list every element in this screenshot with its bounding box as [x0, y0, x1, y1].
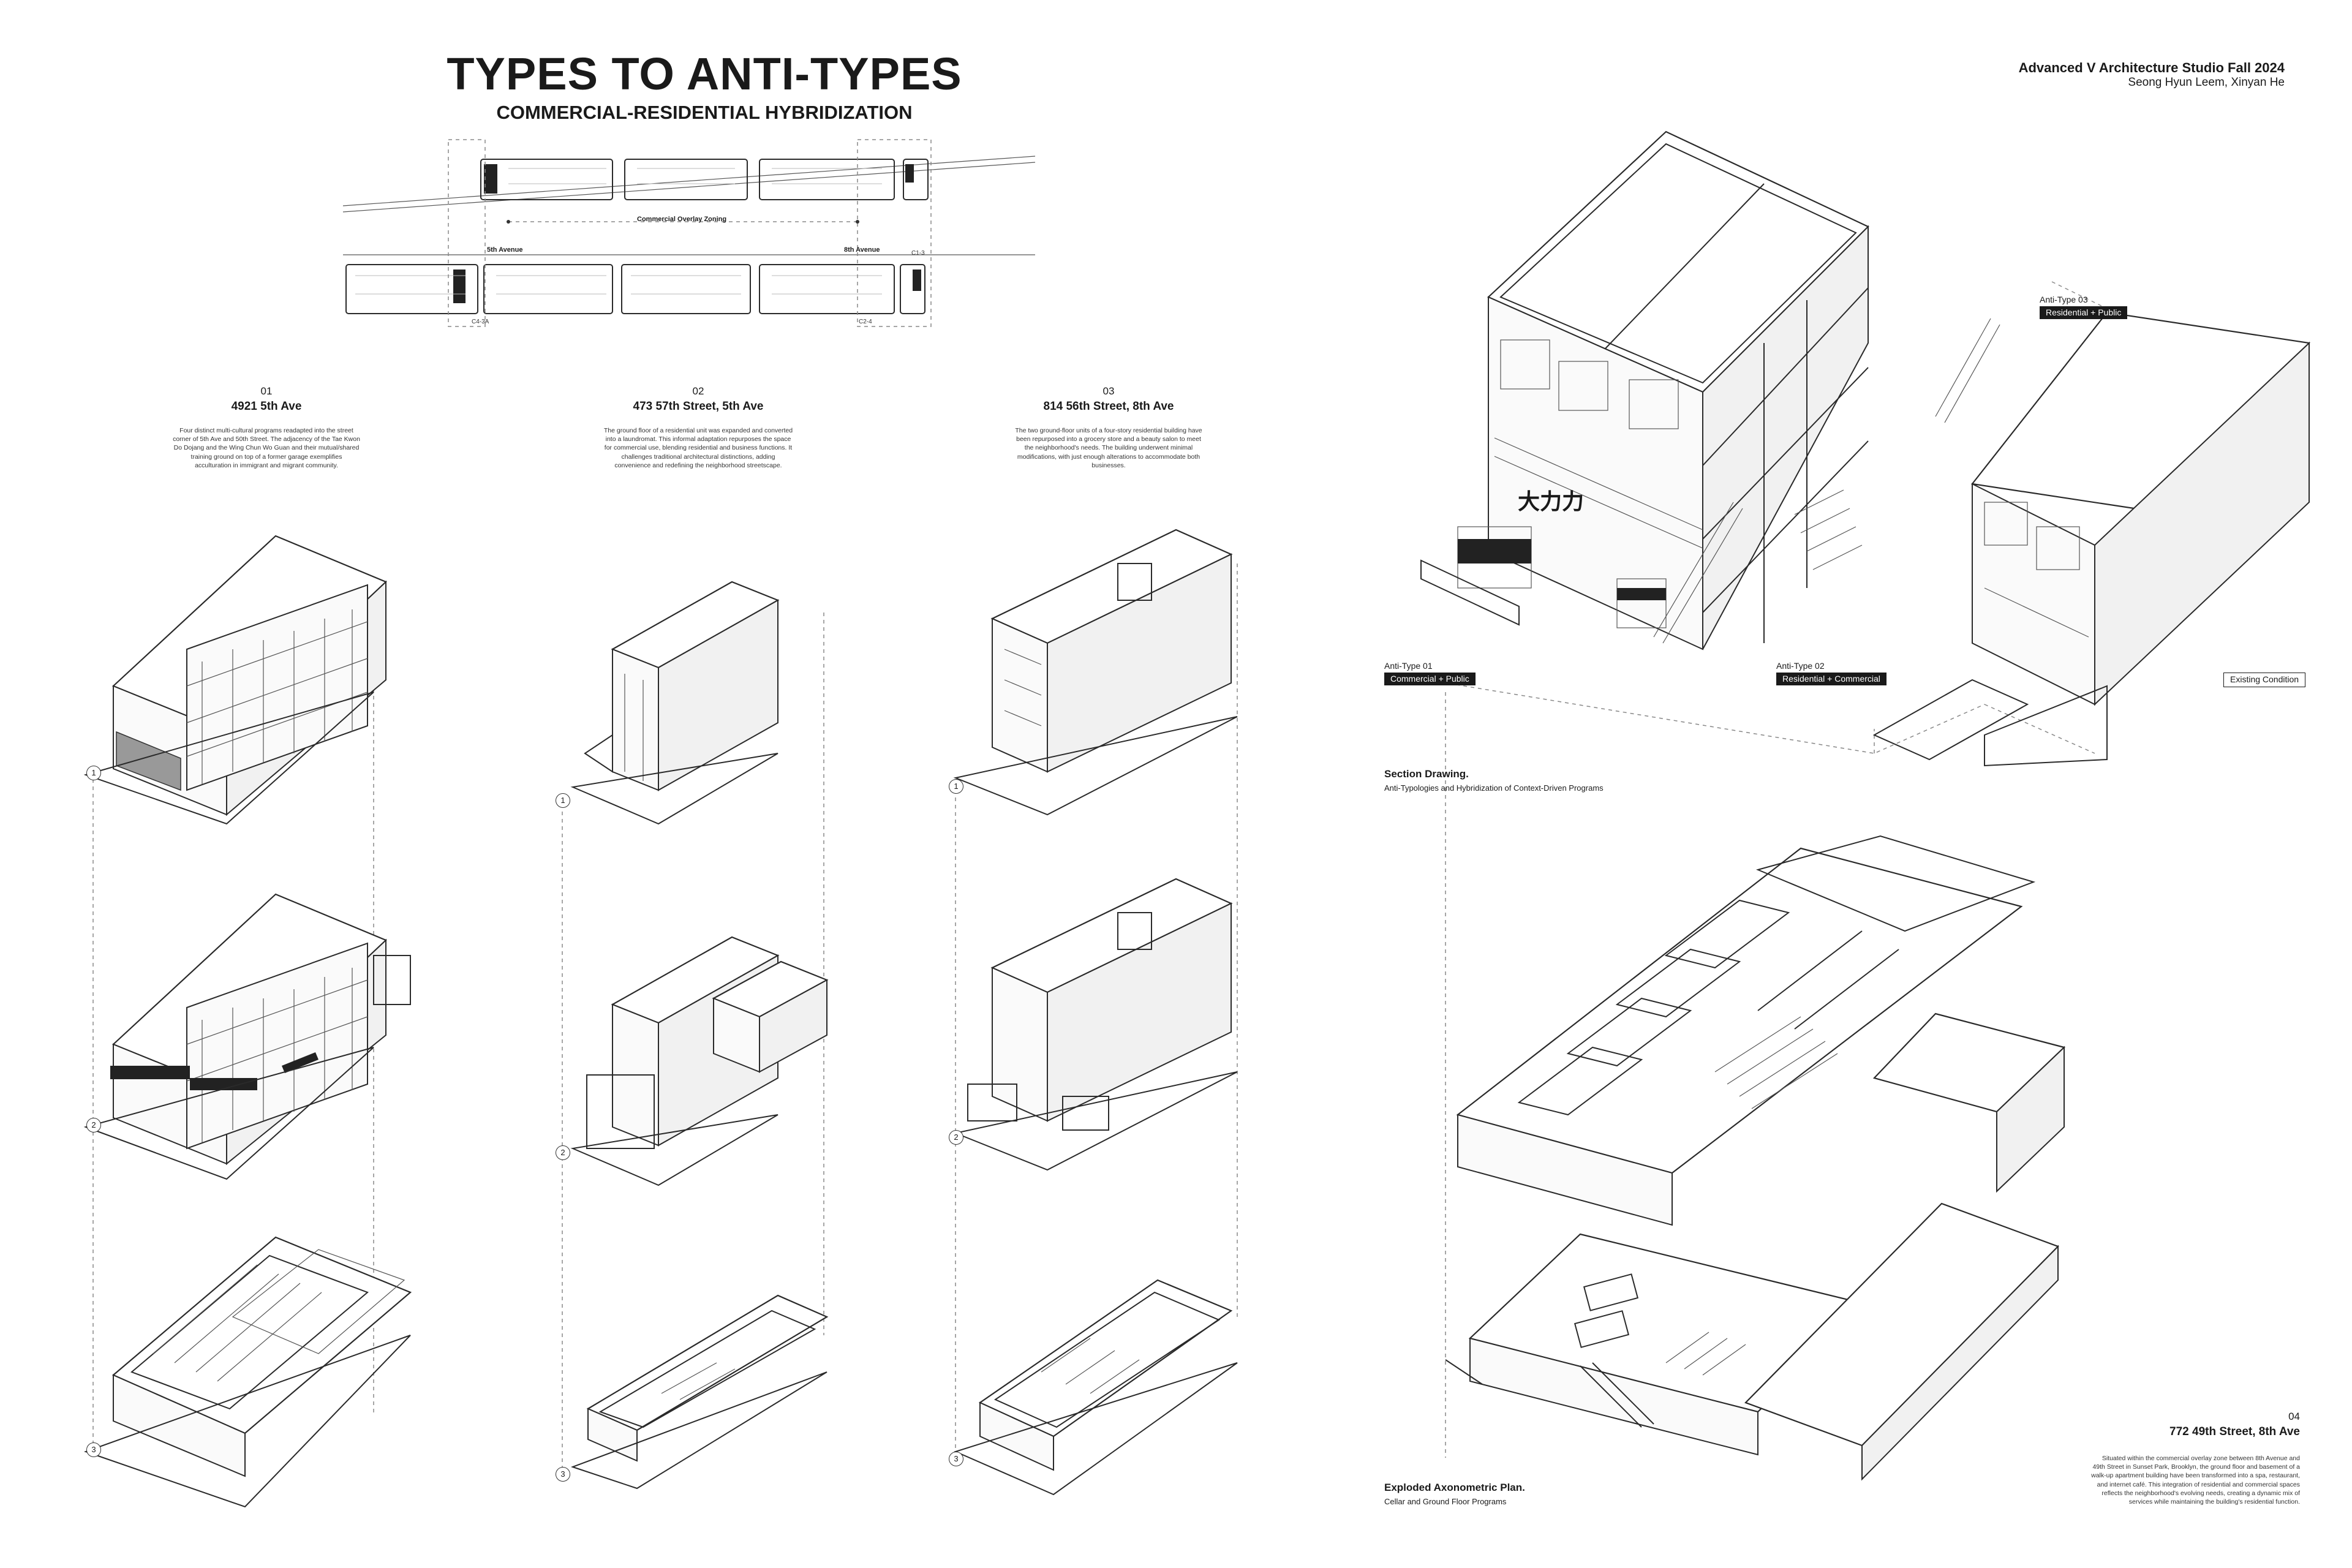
site-02-stage-2 — [570, 936, 829, 1186]
site-01-stage-3 — [83, 1236, 412, 1508]
site-01-address: 4921 5th Ave — [231, 399, 302, 413]
section-caption-title: Section Drawing. — [1384, 768, 1469, 780]
site-01-description: Four distinct multi-cultural programs re… — [173, 427, 360, 469]
site-02-stage-1 — [570, 581, 780, 825]
poster-subtitle: COMMERCIAL-RESIDENTIAL HYBRIDIZATION — [496, 102, 913, 123]
site-03-address: 814 56th Street, 8th Ave — [1043, 399, 1174, 413]
existing-condition-tag: Existing Condition — [2223, 673, 2306, 687]
zone-label-c2: C2-4 — [859, 318, 872, 325]
section-caption: Section Drawing. Anti-Typologies and Hyb… — [1384, 767, 1604, 795]
site-02-number: 02 — [692, 385, 704, 397]
site-03-stage-2 — [953, 878, 1238, 1171]
step-marker-02-1: 1 — [556, 793, 570, 808]
site-04-description: Situated within the commercial overlay z… — [2091, 1455, 2300, 1506]
exploded-caption-title: Exploded Axonometric Plan. — [1384, 1482, 1525, 1493]
site-03-number: 03 — [1102, 385, 1115, 397]
step-marker-01-3: 3 — [86, 1442, 101, 1457]
zone-label-c1: C1-3 — [911, 250, 925, 257]
site-02-heading: 02 473 57th Street, 5th Ave — [619, 385, 778, 415]
site-04-number: 04 — [2288, 1411, 2300, 1422]
step-marker-03-3: 3 — [949, 1452, 963, 1466]
exploded-caption-subtitle: Cellar and Ground Floor Programs — [1384, 1496, 1507, 1506]
anti-type-02-tag: Anti-Type 02 Residential + Commercial — [1776, 660, 1887, 686]
site-01-stage-1 — [83, 535, 387, 825]
site-04-heading: 04 772 49th Street, 8th Ave — [2169, 1410, 2300, 1440]
anti-type-03-tag: Anti-Type 03 Residential + Public — [2040, 294, 2128, 320]
anti-type-01-tag: Anti-Type 01 Commercial + Public — [1384, 660, 1476, 686]
step-marker-02-2: 2 — [556, 1145, 570, 1160]
street-label-5th: 5th Avenue — [487, 246, 523, 254]
site-01-number: 01 — [260, 385, 273, 397]
anti-type-03-label: Anti-Type 03 — [2040, 295, 2088, 304]
site-02-address: 473 57th Street, 5th Ave — [633, 399, 764, 413]
site-01-stage-2 — [83, 893, 411, 1180]
site-03-heading: 03 814 56th Street, 8th Ave — [1029, 385, 1188, 415]
site-03-stage-1 — [953, 529, 1238, 816]
anti-type-01-program: Commercial + Public — [1384, 672, 1476, 686]
step-marker-03-2: 2 — [949, 1130, 963, 1145]
site-03-description: The two ground-floor units of a four-sto… — [1015, 427, 1202, 469]
anti-type-02-label: Anti-Type 02 — [1776, 661, 1825, 671]
shop-sign-chinese: 大力力 — [1518, 489, 1585, 514]
street-label-8th: 8th Avenue — [844, 246, 880, 254]
anti-type-01-label: Anti-Type 01 — [1384, 661, 1433, 671]
zone-label-c4: C4-3A — [472, 318, 489, 325]
site-02-description: The ground floor of a residential unit w… — [603, 427, 793, 469]
step-marker-02-3: 3 — [556, 1467, 570, 1482]
site-04-address: 772 49th Street, 8th Ave — [2169, 1425, 2300, 1438]
site-03-stage-3 — [954, 1279, 1238, 1496]
studio-name: Advanced V Architecture Studio Fall 2024 — [2018, 60, 2285, 75]
existing-condition-label: Existing Condition — [2223, 673, 2306, 687]
poster-title: TYPES TO ANTI-TYPES — [447, 48, 962, 99]
author-names: Seong Hyun Leem, Xinyan He — [2128, 76, 2285, 89]
exploded-caption: Exploded Axonometric Plan. Cellar and Gr… — [1384, 1481, 1525, 1509]
anti-type-02-program: Residential + Commercial — [1776, 672, 1887, 686]
step-marker-03-1: 1 — [949, 779, 963, 794]
step-marker-01-1: 1 — [86, 766, 101, 780]
site-01-heading: 01 4921 5th Ave — [199, 385, 334, 415]
section-caption-subtitle: Anti-Typologies and Hybridization of Con… — [1384, 783, 1604, 793]
anti-type-03-program: Residential + Public — [2040, 306, 2128, 320]
zoning-label: Commercial Overlay Zoning — [637, 216, 727, 223]
step-marker-01-2: 2 — [86, 1118, 101, 1133]
site-02-stage-3 — [570, 1294, 829, 1490]
